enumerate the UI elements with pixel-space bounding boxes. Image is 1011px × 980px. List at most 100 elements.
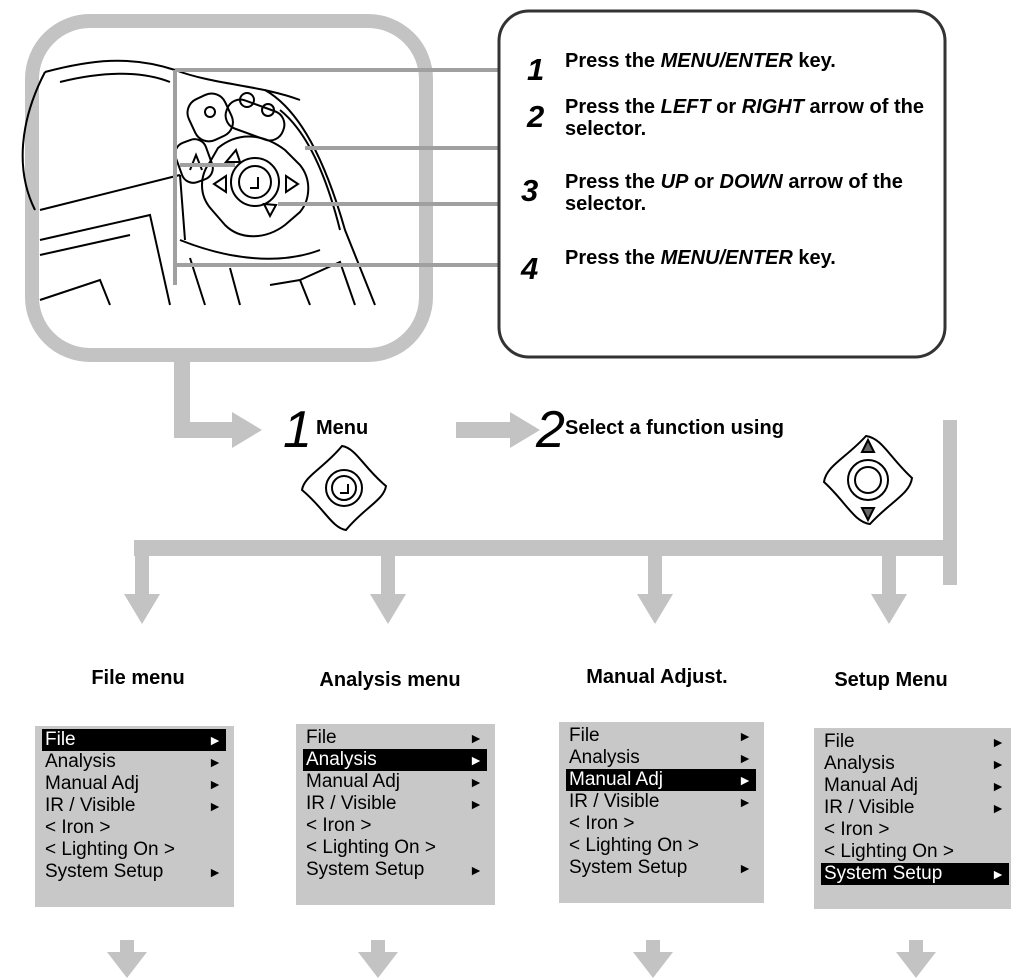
menu-title-manual-adjust: Manual Adjust.	[586, 666, 728, 688]
menu-item-ir-visible: IR / Visible ►	[303, 793, 487, 815]
menu-item-analysis: Analysis ►	[303, 749, 487, 771]
submenu-arrow-icon: ►	[208, 864, 222, 880]
submenu-arrow-icon: ►	[469, 752, 483, 768]
flow-step-1-label: Menu	[316, 417, 369, 439]
submenu-arrow-icon: ►	[208, 754, 222, 770]
flow-step-2-number: 2	[536, 401, 565, 459]
menu-item-lighting-on: < Lighting On >	[42, 839, 226, 861]
menu-item-manual-adj: Manual Adj ►	[566, 769, 756, 791]
menu-item-label: < Iron >	[306, 815, 372, 836]
submenu-arrow-icon: ►	[991, 734, 1005, 750]
menu-item-analysis: Analysis ►	[821, 753, 1009, 775]
menu-item-analysis: Analysis ►	[566, 747, 756, 769]
menu-item-file: File ►	[566, 725, 756, 747]
menu-item-lighting-on: < Lighting On >	[566, 835, 756, 857]
submenu-arrow-icon: ►	[208, 798, 222, 814]
menu-item-file: File ►	[303, 727, 487, 749]
menu-item-lighting-on: < Lighting On >	[303, 837, 487, 859]
menu-item-label: System Setup	[306, 859, 425, 880]
leader-lines	[173, 68, 525, 285]
menu-item-label: < Lighting On >	[45, 839, 175, 860]
submenu-arrow-icon: ►	[991, 756, 1005, 772]
selector-updown-icon	[822, 434, 914, 526]
menu-item-manual-adj: Manual Adj ►	[821, 775, 1009, 797]
menu-item-iron: < Iron >	[42, 817, 226, 839]
submenu-arrow-icon: ►	[738, 772, 752, 788]
menu-item-label: File	[306, 727, 337, 748]
menu-screen-setup: File►Analysis ► Manual Adj ► IR / Visible ► < …	[814, 728, 1011, 909]
menu-item-ir-visible: IR / Visible ►	[42, 795, 226, 817]
menu-screen-file: File ► Analysis ► Manual Adj ► IR / Visible ► < …	[35, 726, 234, 907]
submenu-arrow-icon: ►	[738, 794, 752, 810]
submenu-arrow-icon: ►	[469, 796, 483, 812]
menu-screen-manual-adjust: File ► Analysis ► Manual Adj ► IR / Visible ► < …	[559, 722, 764, 903]
menu-title-setup: Setup Menu	[834, 669, 948, 691]
submenu-arrow-icon: ►	[208, 776, 222, 792]
menu-item-iron: < Iron >	[566, 813, 756, 835]
menu-item-label: < Iron >	[824, 819, 890, 840]
menu-item-system-setup: System Setup ►	[566, 857, 756, 879]
menu-item-label: < Lighting On >	[569, 835, 699, 856]
menu-item-label: < Lighting On >	[306, 837, 436, 858]
step-number-4: 4	[521, 251, 539, 286]
menu-item-iron: < Iron >	[303, 815, 487, 837]
menu-item-label: System Setup	[824, 863, 943, 884]
menu-item-system-setup: System Setup ►	[821, 863, 1009, 885]
selector-enter-icon	[300, 444, 388, 532]
menu-item-label: Analysis	[824, 753, 895, 774]
flow-connectors	[107, 352, 957, 978]
step-text-1: Press the MENU/ENTER key.	[565, 50, 836, 72]
instruction-box-frame	[497, 9, 947, 359]
flow-step-1-number: 1	[283, 401, 312, 459]
menu-item-manual-adj: Manual Adj ►	[303, 771, 487, 793]
submenu-arrow-icon: ►	[991, 778, 1005, 794]
menu-item-system-setup: System Setup ►	[42, 861, 226, 883]
submenu-arrow-icon: ►	[991, 866, 1005, 882]
step-text-2: Press the LEFT or RIGHT arrow of the sel…	[565, 96, 924, 140]
menu-item-label: File	[569, 725, 600, 746]
menu-item-ir-visible: IR / Visible ►	[821, 797, 1009, 819]
menu-item-file: File►	[821, 731, 1009, 753]
step-number-1: 1	[527, 52, 545, 87]
menu-item-label: Manual Adj	[569, 769, 664, 790]
menu-item-label: File	[45, 729, 76, 750]
submenu-arrow-icon: ►	[738, 750, 752, 766]
menu-item-label: Analysis	[569, 747, 640, 768]
step-number-2: 2	[527, 99, 545, 134]
menu-item-label: IR / Visible	[824, 797, 915, 818]
submenu-arrow-icon: ►	[469, 774, 483, 790]
menu-item-lighting-on: < Lighting On >	[821, 841, 1009, 863]
step-number-3: 3	[521, 173, 539, 208]
camera-illustration	[21, 59, 376, 306]
submenu-arrow-icon: ►	[469, 730, 483, 746]
submenu-arrow-icon: ►	[991, 800, 1005, 816]
submenu-arrow-icon: ►	[208, 732, 222, 748]
submenu-arrow-icon: ►	[738, 728, 752, 744]
menu-item-label: < Lighting On >	[824, 841, 954, 862]
menu-item-manual-adj: Manual Adj ►	[42, 773, 226, 795]
menu-item-label: < Iron >	[45, 817, 111, 838]
menu-item-label: System Setup	[569, 857, 688, 878]
menu-item-label: Analysis	[306, 749, 377, 770]
step-text-4: Press the MENU/ENTER key.	[565, 247, 836, 269]
camera-inset-frame	[25, 14, 433, 362]
menu-item-label: IR / Visible	[306, 793, 397, 814]
submenu-arrow-icon: ►	[469, 862, 483, 878]
menu-item-label: System Setup	[45, 861, 164, 882]
menu-item-label: Analysis	[45, 751, 116, 772]
menu-item-label: Manual Adj	[824, 775, 919, 796]
menu-item-label: Manual Adj	[45, 773, 140, 794]
menu-item-analysis: Analysis ►	[42, 751, 226, 773]
menu-item-label: < Iron >	[569, 813, 635, 834]
flow-step-2-label: Select a function using	[565, 417, 784, 439]
menu-item-label: Manual Adj	[306, 771, 401, 792]
submenu-arrow-icon: ►	[738, 860, 752, 876]
menu-item-iron: < Iron >	[821, 819, 1009, 841]
menu-item-file: File ►	[42, 729, 226, 751]
menu-item-system-setup: System Setup ►	[303, 859, 487, 881]
menu-item-label: IR / Visible	[569, 791, 660, 812]
menu-item-ir-visible: IR / Visible ►	[566, 791, 756, 813]
menu-item-label: IR / Visible	[45, 795, 136, 816]
